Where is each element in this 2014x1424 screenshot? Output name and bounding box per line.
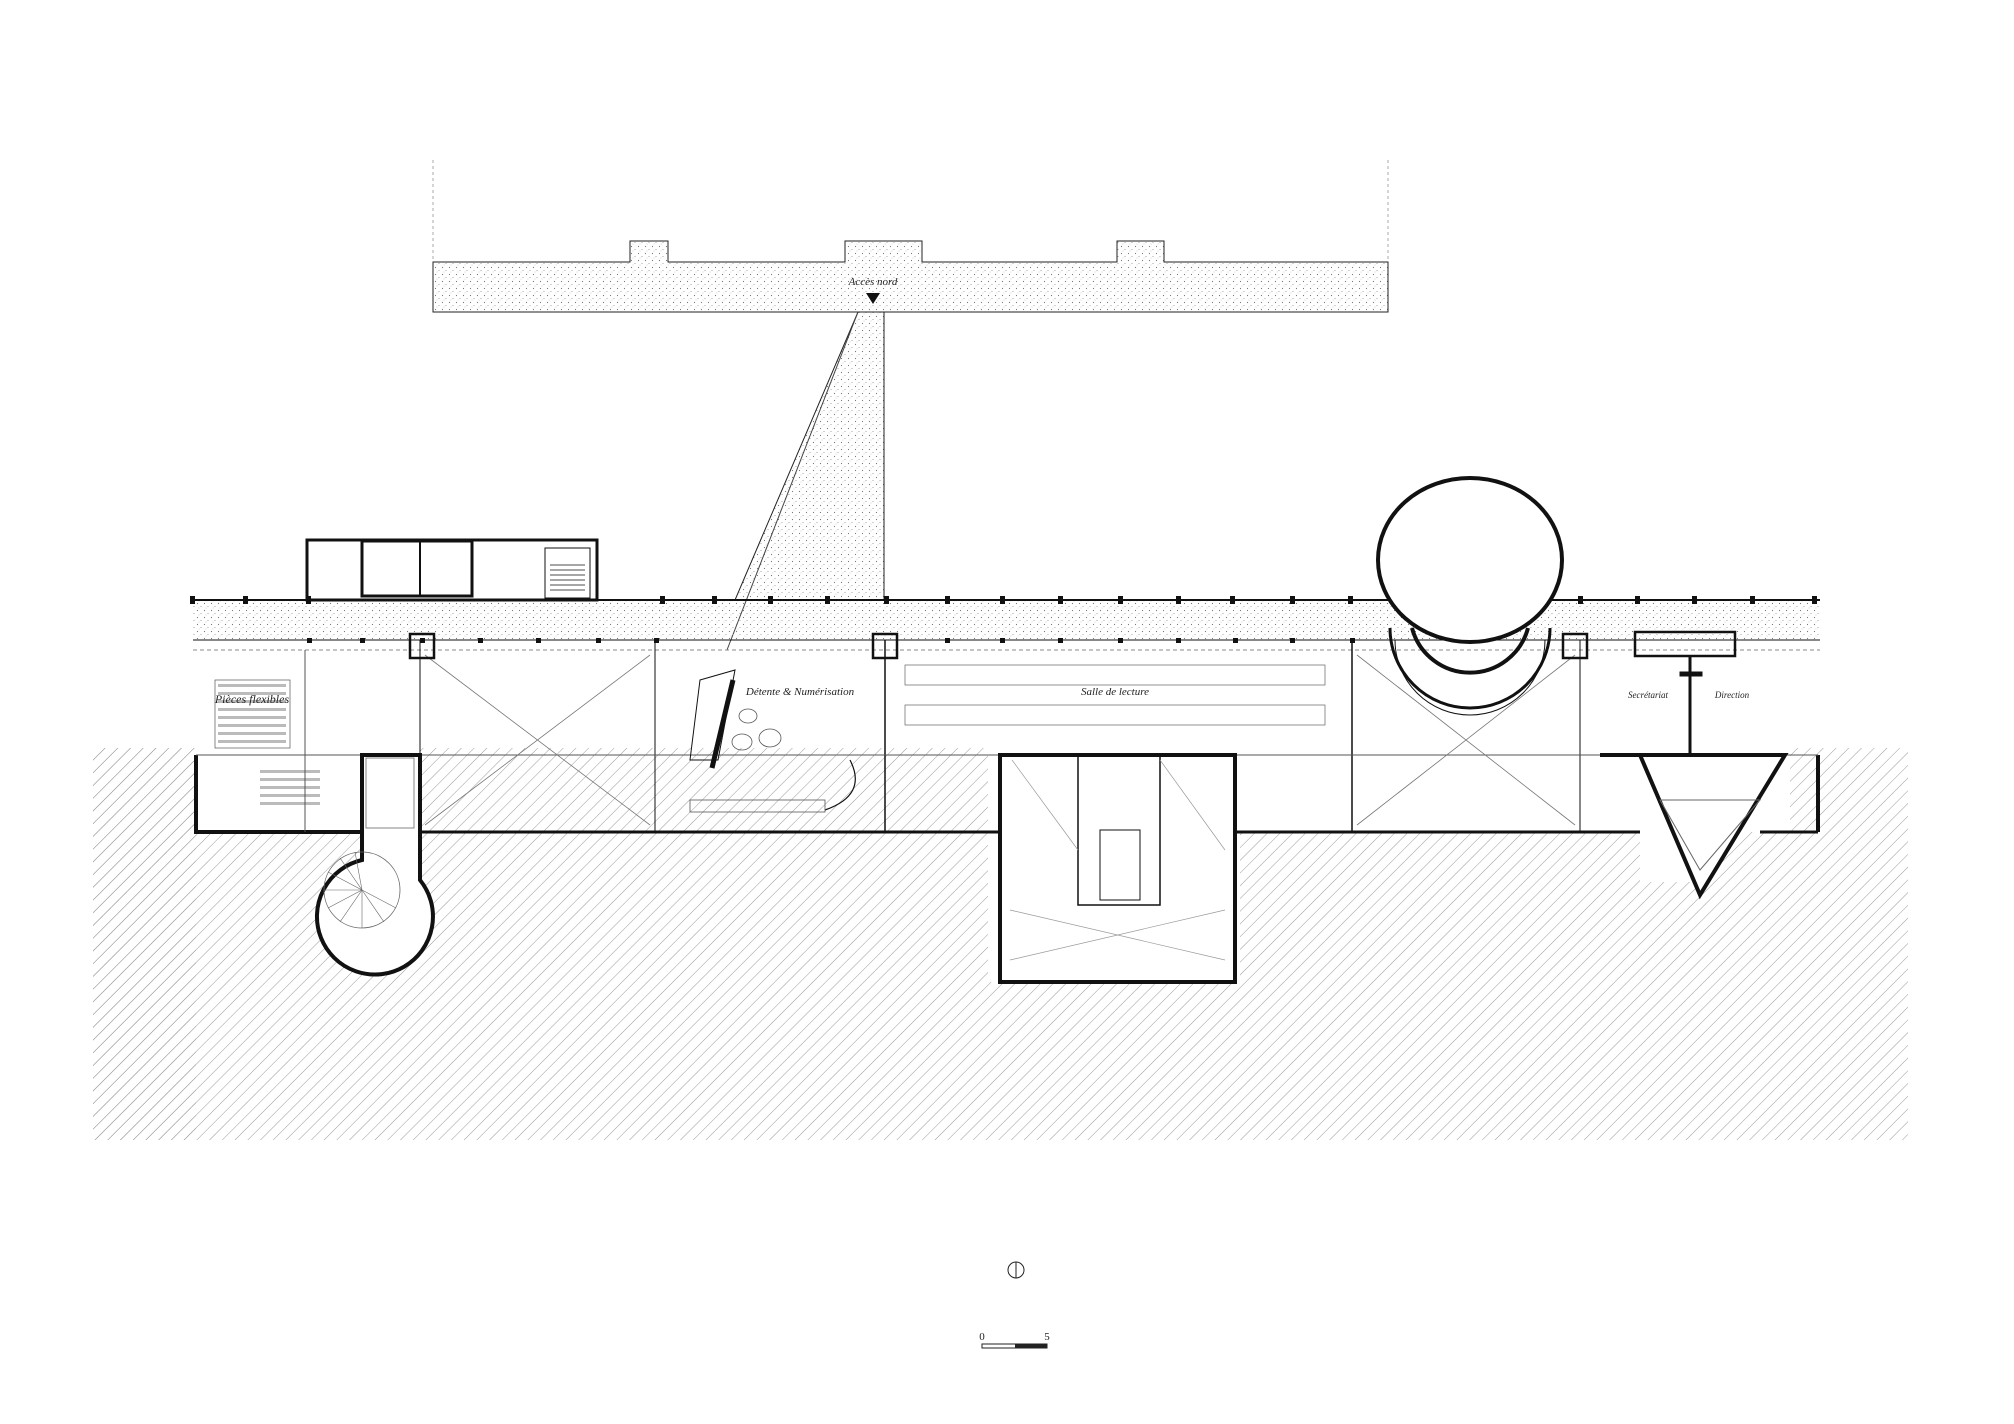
triangle-block [1636, 753, 1789, 900]
north-arrow-icon [1007, 1261, 1025, 1279]
detente-lounge-furniture [689, 708, 826, 813]
scale-bar: 0 5 [979, 1331, 1050, 1349]
label-acces-nord: Accès nord [848, 276, 898, 288]
pieces-flexibles-room [214, 650, 320, 832]
spiral-stair [315, 753, 435, 977]
label-detente: Détente & Numérisation [745, 686, 855, 698]
ground-hatch [93, 748, 1908, 1140]
label-secretariat: Secrétariat [1628, 690, 1668, 700]
reading-courtyard [998, 753, 1237, 984]
north-forecourt [432, 160, 1389, 651]
void-crosses [424, 654, 1576, 826]
circular-tower [1376, 476, 1564, 716]
scale-end: 5 [1044, 1331, 1050, 1343]
reading-desks [904, 664, 1326, 726]
stair-cores [408, 632, 1589, 660]
detente-stair [689, 669, 856, 811]
scale-start: 0 [979, 1331, 985, 1343]
north-annex [305, 538, 599, 602]
label-pieces-flexibles: Pièces flexibles [214, 692, 290, 706]
label-salle-lecture: Salle de lecture [1081, 686, 1149, 698]
label-direction: Direction [1714, 690, 1750, 700]
access-arrow-icon [866, 293, 880, 304]
